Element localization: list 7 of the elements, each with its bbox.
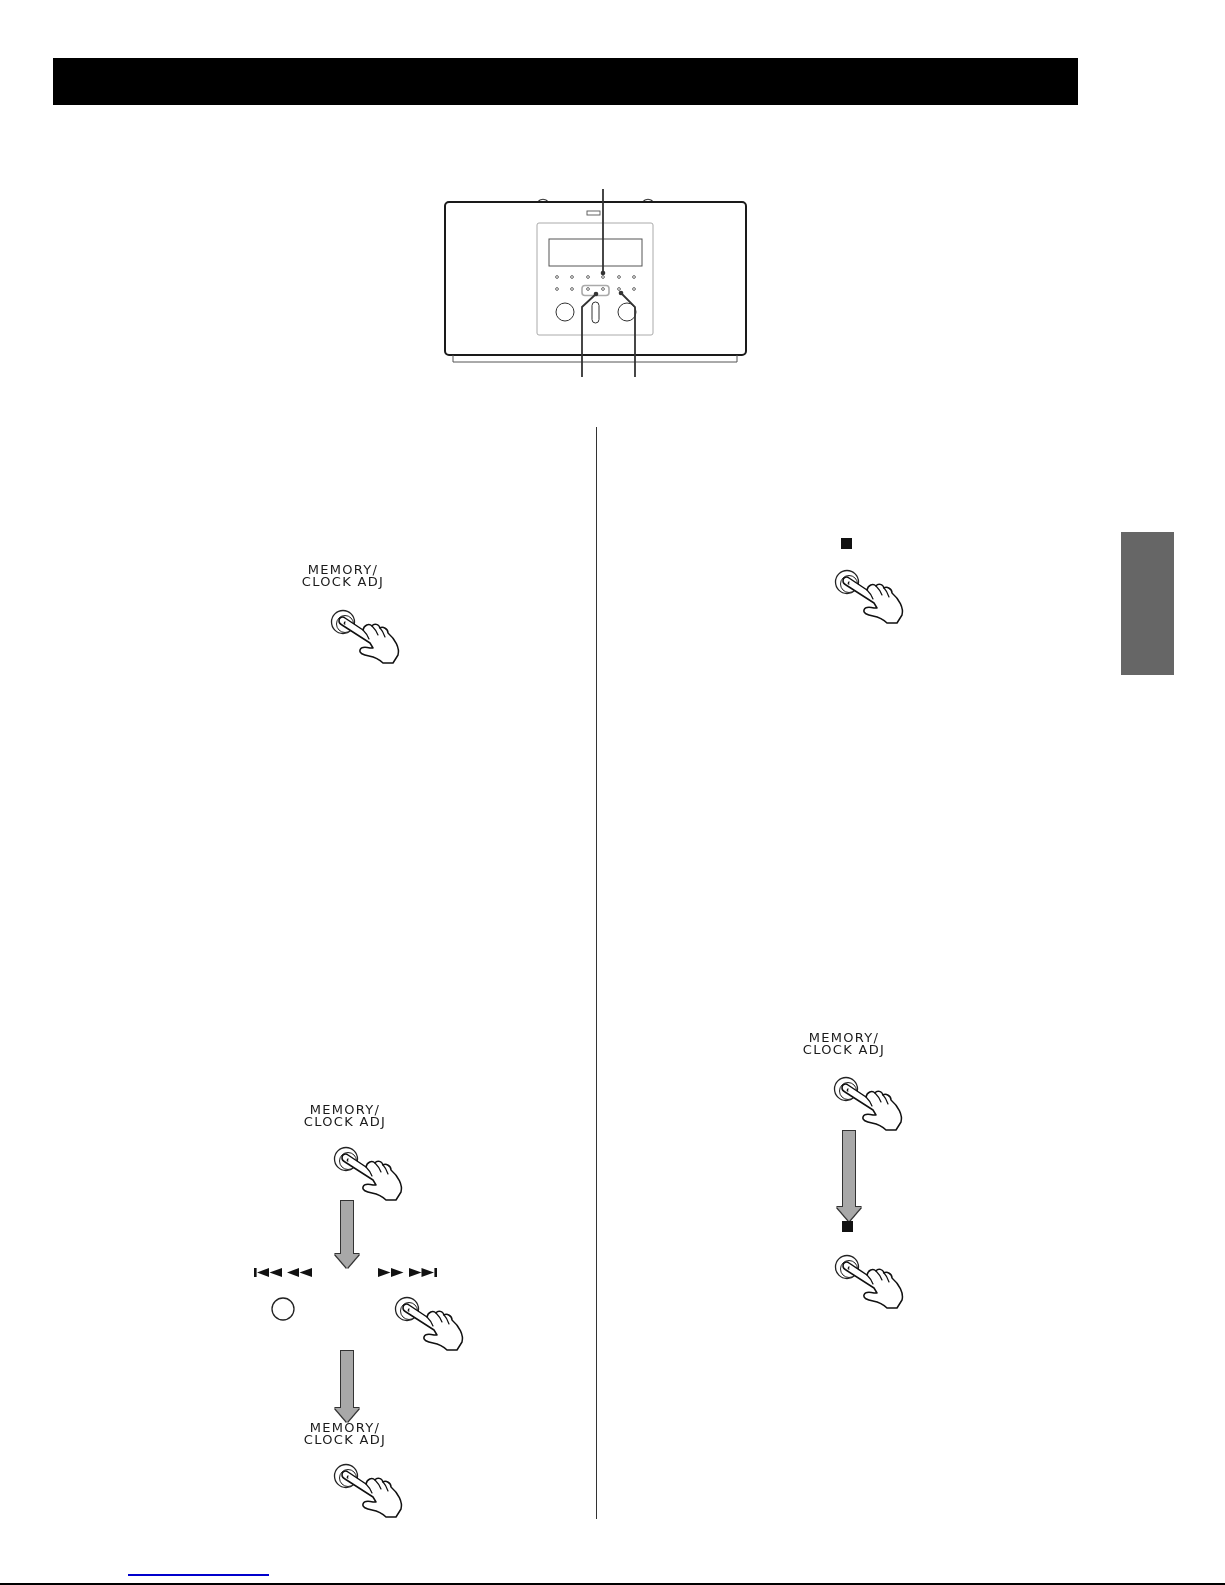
- button-label: MEMORY/ CLOCK ADJ: [302, 1104, 388, 1128]
- button-label: MEMORY/ CLOCK ADJ: [300, 564, 386, 588]
- button-label: MEMORY/ CLOCK ADJ: [302, 1422, 388, 1446]
- arrow: [335, 1201, 359, 1268]
- arrow: [837, 1131, 861, 1221]
- button-label: MEMORY/ CLOCK ADJ: [801, 1032, 887, 1056]
- arrow: [335, 1351, 359, 1422]
